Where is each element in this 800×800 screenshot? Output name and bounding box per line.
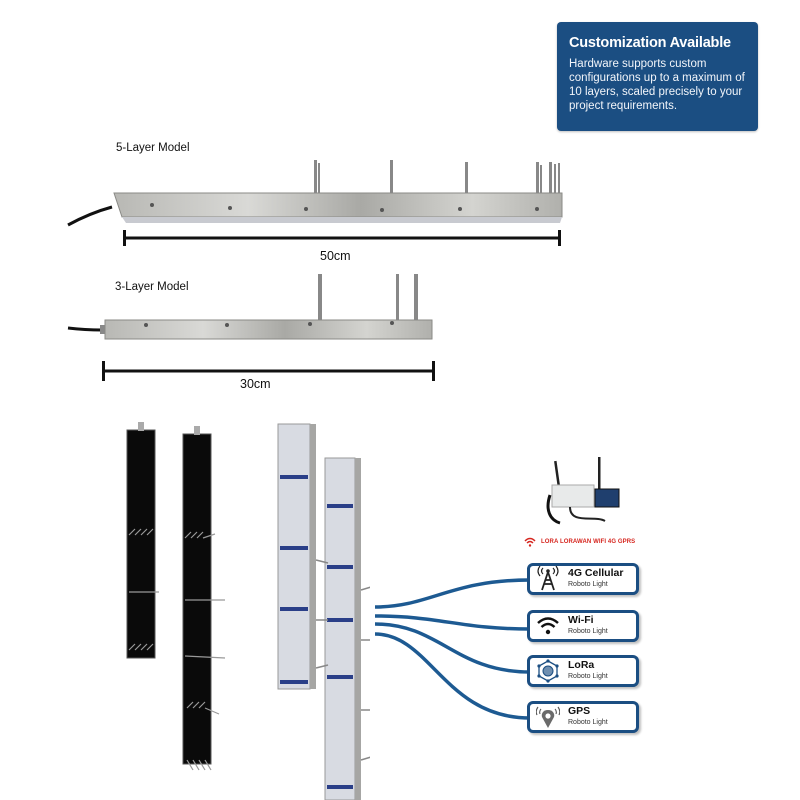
info-box-title: Customization Available: [569, 35, 731, 51]
card-title: GPS: [568, 705, 591, 717]
customization-info-box: Customization Available Hardware support…: [557, 22, 758, 131]
cable-lora: [374, 622, 530, 674]
three-layer-model-label: 3-Layer Model: [115, 281, 189, 293]
thirty-cm-label: 30cm: [240, 377, 271, 391]
wifi-icon: [534, 612, 562, 640]
gateway-banner: LORA LORAWAN WIFI 4G GPRS: [524, 537, 635, 547]
five-layer-model-label: 5-Layer Model: [116, 142, 190, 154]
card-gps: GPS Roboto Light: [527, 701, 639, 733]
card-title: LoRa: [568, 659, 595, 671]
fifty-cm-scale-bar: [123, 230, 561, 246]
cell-tower-icon: [534, 565, 562, 593]
connectivity-cables: [374, 578, 530, 720]
card-title: 4G Cellular: [568, 567, 624, 579]
gateway-device-image: [546, 457, 620, 525]
cable-wifi: [374, 614, 530, 631]
cable-gps: [374, 632, 530, 720]
five-layer-sensor-image: [67, 160, 563, 227]
location-pin-icon: [534, 703, 562, 731]
silver-probe-images: [277, 423, 370, 800]
card-subtitle: Roboto Light: [568, 581, 608, 588]
wifi-signal-icon: [524, 537, 536, 547]
card-4g-cellular: 4G Cellular Roboto Light: [527, 563, 639, 595]
gateway-protocols-text: LORA LORAWAN WIFI 4G GPRS: [541, 539, 636, 545]
card-subtitle: Roboto Light: [568, 673, 608, 680]
cable-4g: [374, 578, 530, 609]
fifty-cm-label: 50cm: [320, 249, 351, 263]
info-box-body: Hardware supports custom configurations …: [569, 58, 745, 112]
iot-network-icon: [534, 657, 562, 685]
card-lora: LoRa Roboto Light: [527, 655, 639, 687]
cable: [67, 205, 113, 227]
card-subtitle: Roboto Light: [568, 628, 608, 635]
card-title: Wi-Fi: [568, 614, 594, 626]
black-probe-images: [126, 422, 226, 771]
card-wifi: Wi-Fi Roboto Light: [527, 610, 639, 642]
three-layer-sensor-image: [67, 274, 433, 340]
card-subtitle: Roboto Light: [568, 719, 608, 726]
thirty-cm-scale-bar: [102, 361, 435, 381]
